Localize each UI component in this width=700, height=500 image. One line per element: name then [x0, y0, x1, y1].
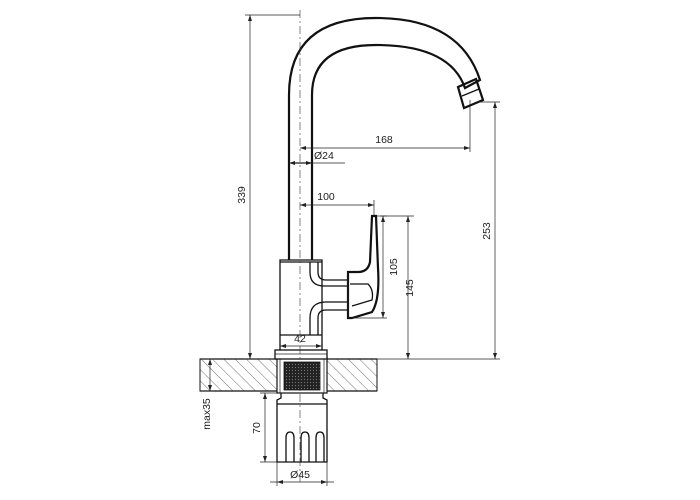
faucet-body	[279, 259, 348, 350]
dim-spout-reach: 168	[300, 100, 471, 152]
dim-countertop-label: max35	[201, 398, 213, 430]
dim-shank-length-label: 70	[251, 422, 263, 434]
countertop-hatch-left	[199, 358, 278, 392]
dim-shank-diameter-label: Ø45	[290, 469, 310, 481]
dim-body-height: 145	[380, 215, 416, 359]
dim-outlet-height: 253	[377, 101, 500, 360]
dim-lever-height: 105	[352, 215, 400, 319]
dim-body-height-label: 145	[404, 279, 416, 297]
dim-lever-height-label: 105	[388, 258, 400, 276]
dim-base-width-label: 42	[294, 333, 306, 345]
dim-outlet-height-label: 253	[481, 222, 493, 240]
dim-lever-reach: 100	[300, 191, 375, 216]
dim-total-height-label: 339	[236, 186, 248, 204]
threaded-stud	[276, 356, 328, 394]
countertop-hatch-right	[326, 358, 378, 392]
mounting-shank	[276, 393, 328, 463]
dim-spout-diameter-label: Ø24	[314, 150, 334, 162]
dim-spout-diameter: Ø24	[289, 150, 345, 165]
dim-base-width: 42	[280, 333, 322, 348]
dim-shank-diameter: Ø45	[270, 462, 334, 486]
dim-total-height: 339	[236, 14, 300, 360]
dim-spout-reach-label: 168	[375, 134, 393, 146]
dim-countertop-thickness: max35	[200, 358, 214, 430]
lever-handle	[346, 214, 380, 320]
base-ring	[274, 349, 328, 360]
dim-shank-length: 70	[251, 392, 277, 463]
dim-lever-reach-label: 100	[317, 191, 335, 203]
